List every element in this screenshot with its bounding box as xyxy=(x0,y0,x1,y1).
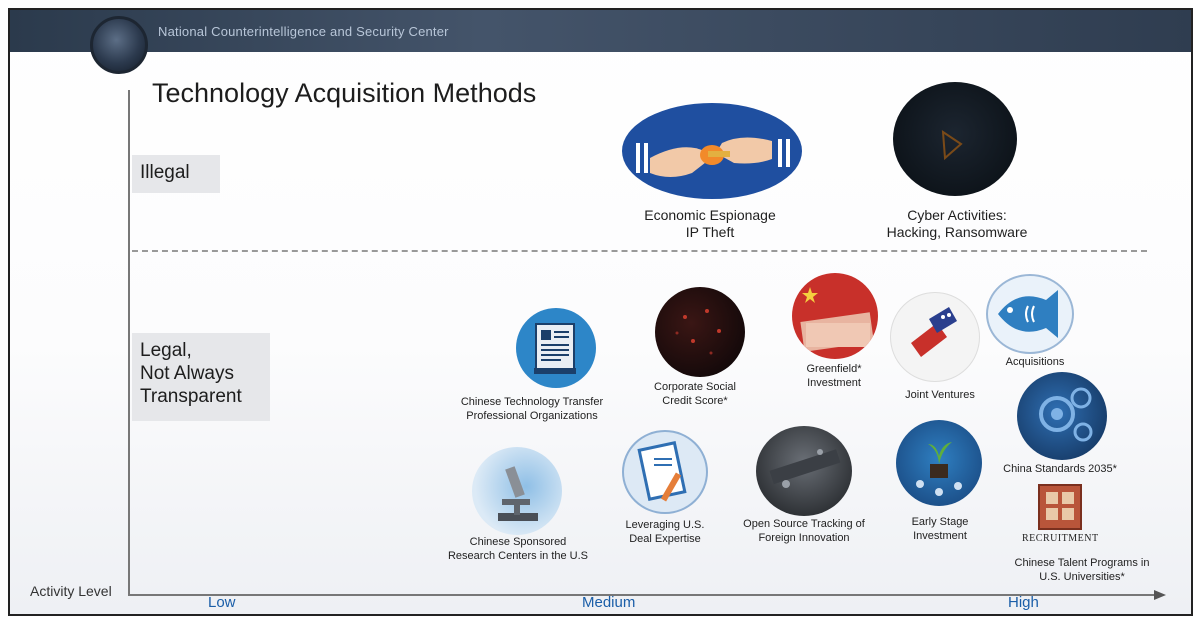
label-transfer-orgs: Chinese Technology Transfer Professional… xyxy=(461,395,603,423)
label-acquisitions-line1: Acquisitions xyxy=(1005,356,1065,368)
slide: National Counterintelligence and Securit… xyxy=(8,8,1193,616)
label-early-stage-line2: Investment xyxy=(913,530,967,542)
document-icon xyxy=(516,308,596,388)
label-espionage-line2: IP Theft xyxy=(685,224,735,240)
label-deal-expertise-line1: Leveraging U.S. xyxy=(625,519,705,531)
axis-label-low: Low xyxy=(208,594,236,611)
label-deal-expertise-line2: Deal Expertise xyxy=(629,533,701,545)
axis-label-medium: Medium xyxy=(582,594,636,611)
label-espionage: Economic Espionage IP Theft xyxy=(644,207,776,241)
legal-label-line3: Transparent xyxy=(140,386,242,407)
label-cyber: Cyber Activities: Hacking, Ransomware xyxy=(887,207,1028,241)
row-label-illegal: Illegal xyxy=(132,155,220,193)
label-talent-line2: U.S. Universities* xyxy=(1039,571,1125,583)
label-open-source-line2: Foreign Innovation xyxy=(758,532,850,544)
label-early-stage-line1: Early Stage xyxy=(911,516,969,528)
recruitment-logo xyxy=(1038,484,1082,530)
gears-icon xyxy=(1017,372,1107,460)
dotted-sphere-icon xyxy=(655,287,745,377)
header-banner: National Counterintelligence and Securit… xyxy=(10,10,1191,52)
label-joint-ventures: Joint Ventures xyxy=(905,388,975,402)
label-espionage-line1: Economic Espionage xyxy=(644,207,776,223)
label-research-centers-line1: Chinese Sponsored xyxy=(469,536,567,548)
label-greenfield-line2: Investment xyxy=(807,377,861,389)
money-flag-icon xyxy=(792,273,878,359)
slide-title: Technology Acquisition Methods xyxy=(152,78,537,108)
seedling-icon xyxy=(896,420,982,506)
label-greenfield: Greenfield* Investment xyxy=(806,362,861,390)
illegal-label: Illegal xyxy=(140,162,190,183)
label-credit-score-line1: Corporate Social xyxy=(654,381,736,393)
microscope-icon xyxy=(472,447,562,535)
label-transfer-orgs-line2: Professional Organizations xyxy=(466,410,598,422)
label-greenfield-line1: Greenfield* xyxy=(806,363,862,375)
label-standards-line1: China Standards 2035* xyxy=(1003,463,1117,475)
legal-label-line1: Legal, xyxy=(140,340,192,361)
label-talent: Chinese Talent Programs in U.S. Universi… xyxy=(1015,556,1150,584)
recruitment-logo-text: RECRUITMENT xyxy=(1022,533,1099,544)
y-axis-label: Activity Level xyxy=(30,583,112,599)
dark-triangle-icon xyxy=(893,82,1017,196)
label-talent-line1: Chinese Talent Programs in xyxy=(1014,557,1150,569)
category-divider xyxy=(132,250,1147,252)
axis-label-high: High xyxy=(1008,594,1039,611)
label-acquisitions: Acquisitions xyxy=(1006,355,1065,369)
legal-label-line2: Not Always xyxy=(140,363,234,384)
label-cyber-line2: Hacking, Ransomware xyxy=(886,224,1028,240)
label-standards: China Standards 2035* xyxy=(1003,462,1117,476)
big-fish-icon xyxy=(986,274,1074,354)
org-name: National Counterintelligence and Securit… xyxy=(158,24,449,39)
label-credit-score: Corporate Social Credit Score* xyxy=(654,380,736,408)
x-axis xyxy=(128,594,1156,596)
label-transfer-orgs-line1: Chinese Technology Transfer xyxy=(460,396,604,408)
label-joint-ventures-line1: Joint Ventures xyxy=(905,389,975,401)
label-research-centers: Chinese Sponsored Research Centers in th… xyxy=(448,535,588,563)
label-cyber-line1: Cyber Activities: xyxy=(907,207,1007,223)
agency-seal-icon xyxy=(90,16,148,74)
innovation-icon xyxy=(756,426,852,516)
label-open-source-line1: Open Source Tracking of xyxy=(743,518,865,530)
handoff-icon xyxy=(622,103,802,199)
y-axis xyxy=(128,90,130,595)
clipboard-pen-icon xyxy=(622,430,708,514)
label-credit-score-line2: Credit Score* xyxy=(662,395,728,407)
x-axis-arrow-icon xyxy=(1154,590,1166,600)
label-deal-expertise: Leveraging U.S. Deal Expertise xyxy=(626,518,705,546)
puzzle-flag-icon xyxy=(890,292,980,382)
row-label-legal: Legal, Not Always Transparent xyxy=(132,333,270,421)
label-early-stage: Early Stage Investment xyxy=(912,515,969,543)
label-open-source: Open Source Tracking of Foreign Innovati… xyxy=(743,517,865,545)
label-research-centers-line2: Research Centers in the U.S xyxy=(447,550,589,562)
